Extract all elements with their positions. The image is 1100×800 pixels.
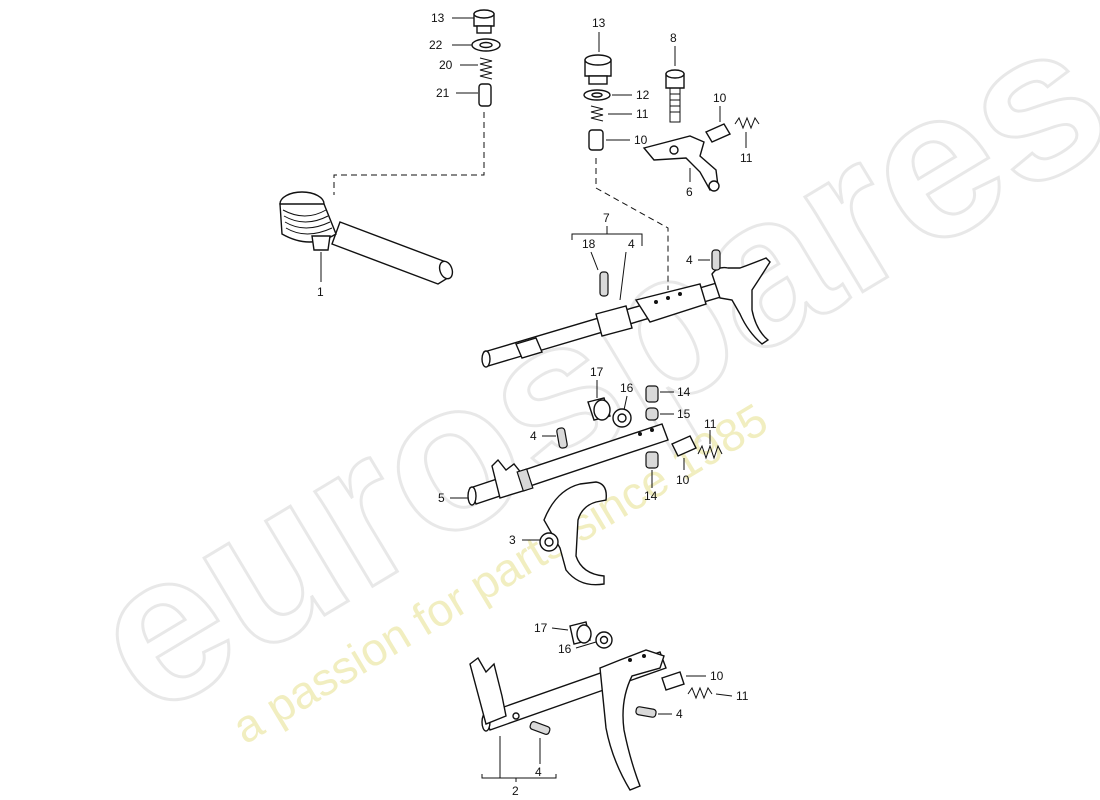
group-7-assembly: 7 18 4 4 [481,211,771,368]
top-middle-stack: 13 12 11 10 [583,16,669,290]
watermark: eurospares a passion for parts since 198… [51,0,1100,760]
pin-part [556,427,568,449]
callout-21: 21 [436,86,450,100]
roll-pin-part [599,271,609,297]
plunger-part [588,129,604,151]
plunger-part [645,451,659,469]
callout-11: 11 [740,151,753,165]
callout-20: 20 [439,58,453,72]
spring-part [697,444,723,460]
callout-13: 13 [592,16,606,30]
selector-shaft [331,221,452,285]
pin-part [711,249,721,271]
top-right-stack: 8 6 10 11 [642,31,760,199]
ball-part [645,407,659,421]
callout-10: 10 [634,133,648,147]
callout-22: 22 [429,38,443,52]
callout-4: 4 [686,253,693,267]
callout-8: 8 [670,31,677,45]
callout-4: 4 [676,707,683,721]
plunger-part [478,83,492,107]
pin-part [529,721,551,735]
bottom-assembly: 17 16 10 11 4 4 2 [469,621,749,798]
shift-fork [599,649,665,791]
callout-1: 1 [317,285,324,299]
plunger-part [645,385,659,403]
callout-18: 18 [582,237,596,251]
top-left-stack: 13 22 20 21 [333,9,501,195]
callout-10: 10 [676,473,690,487]
callout-3: 3 [509,533,516,547]
spring-part [590,105,604,122]
callout-17: 17 [534,621,548,635]
callout-4: 4 [535,765,542,779]
pin-part [635,706,657,718]
shift-fork [711,257,771,345]
middle-assembly: 17 16 14 15 5 4 10 11 [438,365,723,586]
callout-4: 4 [530,429,537,443]
callout-10: 10 [710,669,724,683]
callout-11: 11 [736,689,749,703]
pin-part [704,123,732,143]
callout-13: 13 [431,11,445,25]
callout-5: 5 [438,491,445,505]
pin-part [661,671,685,691]
callout-12: 12 [636,88,650,102]
callout-15: 15 [677,407,691,421]
spring-part [734,116,760,130]
spring-part [687,686,713,700]
callout-14: 14 [644,489,658,503]
callout-10: 10 [713,91,727,105]
shift-fork [543,481,607,586]
pin-part [671,435,697,457]
callout-7: 7 [603,211,610,225]
callout-2: 2 [512,784,519,798]
callout-16: 16 [558,642,572,656]
callout-11: 11 [636,107,649,121]
spring-part [479,57,493,80]
callout-6: 6 [686,185,693,199]
selector-shaft-assembly: 1 [279,191,454,299]
callout-11: 11 [704,417,717,431]
callout-14: 14 [677,385,691,399]
callout-4: 4 [628,237,635,251]
callout-16: 16 [620,381,634,395]
callout-17: 17 [590,365,604,379]
watermark-logo: eurospares [52,0,1100,759]
